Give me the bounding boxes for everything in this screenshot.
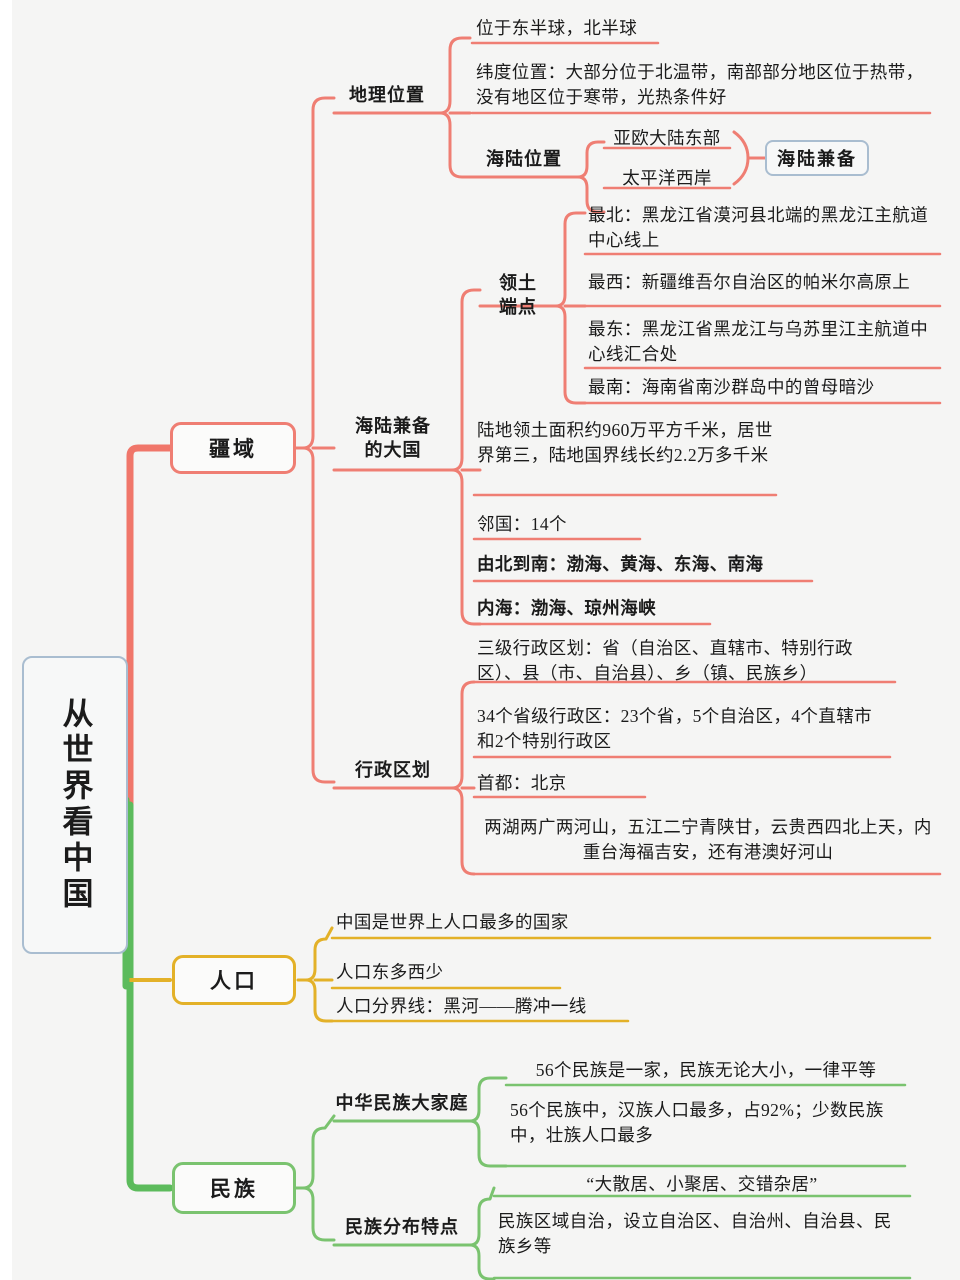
wire-duandian-c1 (554, 211, 587, 308)
leaf-sanshisi-ge[interactable]: 34个省级行政区：23个省，5个自治区，4个直辖市和2个特别行政区 (477, 706, 872, 751)
leaf-hanzu-zuiduo[interactable]: 56个民族中，汉族人口最多，占92%；少数民族中，壮族人口最多 (510, 1100, 884, 1145)
page-left-strip (0, 0, 12, 1280)
leaf-banqiu[interactable]: 位于东半球，北半球 (476, 18, 638, 38)
leaf-dasanju[interactable]: “大散居、小聚居、交错杂居” (586, 1174, 818, 1194)
leaf-wushiliu-yijia[interactable]: 56个民族是一家，民族无论大小，一律平等 (535, 1060, 877, 1080)
wire-dili-c1 (438, 36, 472, 115)
wire-xingzheng-c1 (450, 680, 476, 790)
leaf-neihai[interactable]: 内海：渤海、琼州海峡 (477, 598, 656, 618)
leaf-zuibei[interactable]: 最北：黑龙江省漠河县北端的黑龙江主航道中心线上 (588, 205, 929, 250)
leaf-mianji[interactable]: 陆地领土面积约960万平方千米，居世界第三，陆地国界线长约2.2万多千米 (477, 420, 773, 465)
branch-minzu[interactable]: 民族 (172, 1162, 296, 1214)
topic-dili-weizhi[interactable]: 地理位置 (349, 85, 425, 105)
wire-jiangyu-to-xingzheng (301, 446, 336, 784)
wire-renkou-c1 (304, 926, 334, 982)
topic-hailu-jianbei-dagu-line1: 海陆兼备 (355, 416, 431, 436)
wire-hailu-close-paren (732, 130, 750, 186)
topic-zhonghua-minzu-dajiating[interactable]: 中华民族大家庭 (335, 1093, 469, 1113)
branch-renkou[interactable]: 人口 (172, 955, 296, 1005)
leaf-weidu-weizhi[interactable]: 纬度位置：大部分位于北温带，南部部分地区位于热带，没有地区位于寒带，光热条件好 (476, 62, 924, 107)
topic-minzu-fenbu-tedian[interactable]: 民族分布特点 (345, 1217, 459, 1237)
wire-fenbu-c2 (468, 1243, 496, 1280)
wire-dagu-to-duandian (450, 288, 482, 472)
topic-hailu-jianbei-dagu[interactable]: 海陆兼备 的大国 (334, 415, 452, 463)
root-node[interactable]: 从世界看中国 (22, 656, 128, 954)
leaf-zuixi[interactable]: 最西：新疆维吾尔自治区的帕米尔高原上 (588, 272, 911, 292)
leaf-yaou-dalu-dongbu[interactable]: 亚欧大陆东部 (613, 128, 721, 148)
wire-xingzheng-c4 (450, 786, 476, 876)
wire-fenbu-c1 (468, 1186, 496, 1247)
wire-jiangyu-to-dili (301, 96, 336, 450)
leaf-renkou-zuiduo[interactable]: 中国是世界上人口最多的国家 (336, 912, 569, 932)
topic-lingtu-duandian[interactable]: 领土 端点 (480, 272, 556, 320)
leaf-shoudu[interactable]: 首都：北京 (477, 773, 567, 793)
wire-dagu-to-neihai (450, 468, 482, 626)
leaf-youbei-daonan[interactable]: 由北到南：渤海、黄海、东海、南海 (477, 554, 764, 574)
trunk-minzu (126, 801, 174, 1192)
leaf-zuidong[interactable]: 最东：黑龙江省黑龙江与乌苏里江主航道中心线汇合处 (588, 319, 929, 364)
leaf-linguo[interactable]: 邻国：14个 (477, 514, 567, 534)
wire-dajiating-c1 (468, 1076, 508, 1123)
branch-jiangyu[interactable]: 疆域 (170, 422, 296, 474)
topic-lingtu-duandian-line1: 领土 (499, 273, 537, 293)
leaf-zuinan[interactable]: 最南：海南省南沙群岛中的曾母暗沙 (588, 377, 875, 397)
leaf-fenjiexian[interactable]: 人口分界线：黑河——腾冲一线 (336, 996, 587, 1016)
topic-lingtu-duandian-line2: 端点 (499, 296, 537, 317)
wire-dajiating-c2 (468, 1119, 508, 1168)
wire-dili-c3 (438, 111, 472, 179)
wire-hailu-c1 (576, 140, 606, 179)
leaf-kouju[interactable]: 两湖两广两河山，五江二宁青陕甘，云贵西四北上天，内重台海福吉安，还有港澳好河山 (484, 817, 932, 862)
wire-duandian-c4 (554, 304, 587, 405)
wire-minzu-to-dajiating (301, 1114, 336, 1190)
leaf-dongduo-xishao[interactable]: 人口东多西少 (336, 962, 444, 982)
conclusion-hailu-jianbei[interactable]: 海陆兼备 (765, 140, 869, 176)
leaf-quyu-zizhi[interactable]: 民族区域自治，设立自治区、自治州、自治县、民族乡等 (498, 1211, 892, 1256)
trunk-jiangyu (126, 444, 174, 809)
leaf-sanji-quhua[interactable]: 三级行政区划：省（自治区、直辖市、特别行政区）、县（市、自治县）、乡（镇、民族乡… (477, 638, 853, 683)
topic-hailu-jianbei-dagu-line2: 的大国 (364, 439, 422, 460)
topic-xingzheng-quhua[interactable]: 行政区划 (355, 760, 431, 780)
topic-hailu-weizhi[interactable]: 海陆位置 (486, 149, 562, 169)
wire-minzu-to-fenbu (301, 1186, 336, 1242)
wire-renkou-c3 (304, 978, 334, 1023)
leaf-taipingyang-xian[interactable]: 太平洋西岸 (622, 168, 712, 188)
